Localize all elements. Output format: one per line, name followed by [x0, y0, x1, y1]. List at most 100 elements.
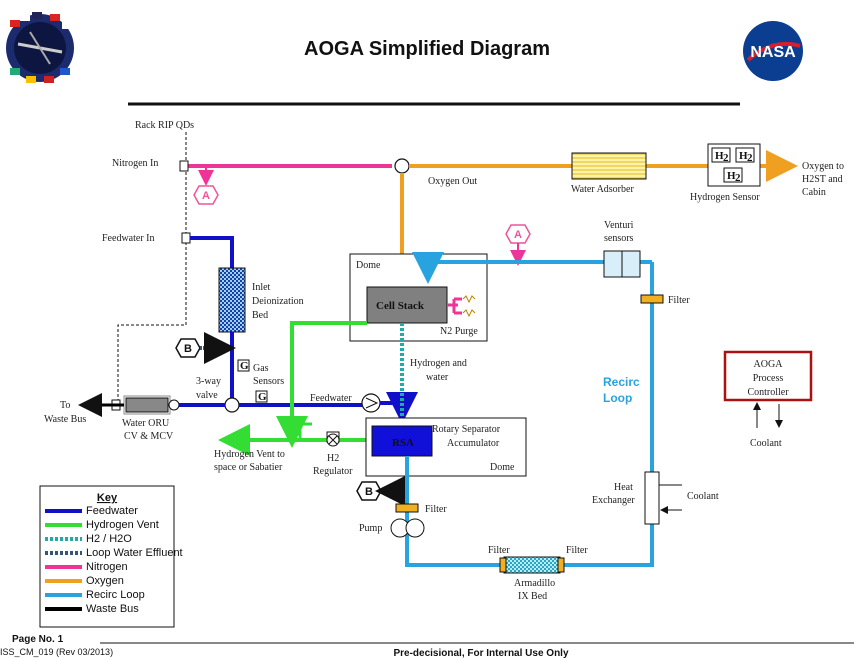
upper-dome-label: Dome: [356, 260, 381, 271]
h2-sensor-3: [723, 167, 743, 183]
recirc-filter: [640, 294, 664, 304]
rsa-label: RSA: [392, 437, 414, 449]
recirc-filter-label: Filter: [668, 295, 690, 306]
oxygen-out-label: Oxygen Out: [428, 176, 477, 187]
rack-boundary: [117, 132, 187, 402]
h2-sensor-1: [711, 147, 731, 163]
recirc-loop-right: [560, 262, 654, 567]
key-label-hydrogen-vent: Hydrogen Vent: [86, 519, 159, 531]
aoga-label-2: Process: [753, 373, 784, 384]
feedwater-pump-triangle: [365, 397, 379, 409]
key-label-feedwater: Feedwater: [86, 505, 138, 517]
marker-b-upper: B: [175, 338, 201, 358]
pump-filter-label: Filter: [425, 504, 447, 515]
cell-stack-label: Cell Stack: [376, 300, 425, 312]
h2-sensor-2-sub: 2: [747, 152, 753, 164]
feedwater-qd: [181, 232, 191, 244]
hydrogen-and-label-2: water: [426, 372, 449, 383]
feedwater-in-label: Feedwater In: [102, 233, 154, 244]
venturi-label-2: sensors: [604, 233, 634, 244]
key-label-oxygen: Oxygen: [86, 575, 124, 587]
armadillo-label-1: Armadillo: [514, 578, 555, 589]
armadillo-ix-bed: [503, 556, 561, 574]
water-oru-label-1: Water ORU: [122, 418, 170, 429]
document-id: ISS_CM_019 (Rev 03/2013): [0, 647, 113, 657]
venturi-sensor-1: [603, 250, 623, 278]
h2-vent-from-stack: [276, 321, 367, 448]
hx-coolant-label: Coolant: [687, 491, 719, 502]
h2-sensor-2-label: H: [739, 150, 748, 162]
n2-purge-resistors: [462, 295, 476, 318]
gas-sensor-2-label: G: [258, 391, 267, 403]
marker-a-recirc-label: A: [514, 229, 522, 241]
water-adsorber-label: Water Adsorber: [571, 184, 634, 195]
heat-exchanger-label-2: Exchanger: [592, 495, 635, 506]
check-valve: [168, 399, 180, 411]
pump-label: Pump: [359, 523, 382, 534]
h2-vent-label-1: Hydrogen Vent to: [214, 449, 285, 460]
key-label-loop-water-effluent: Loop Water Effluent: [86, 547, 183, 559]
water-adsorber: [571, 152, 647, 180]
hydrogen-and-label-1: Hydrogen and: [410, 358, 467, 369]
gas-sensor-1-label: G: [240, 360, 249, 372]
pump-filter: [395, 503, 419, 513]
recirc-label-1: Recirc: [603, 375, 640, 389]
aoga-controller: [723, 350, 813, 402]
marker-b-lower-label: B: [365, 486, 373, 498]
h2-sensor-1-label: H: [715, 150, 724, 162]
recirc-loop-top: [412, 252, 604, 284]
aoga-label-3: Controller: [747, 387, 789, 398]
key-title: Key: [97, 492, 118, 504]
nasa-logo: NASA: [743, 21, 803, 81]
pump-circle-right: [405, 518, 425, 538]
three-way-label-1: 3-way: [196, 376, 221, 387]
n2-purge-label: N2 Purge: [440, 326, 478, 337]
page-number: Page No. 1: [12, 634, 64, 645]
page-title: AOGA Simplified Diagram: [304, 38, 550, 60]
to-waste-label-2: Waste Bus: [44, 414, 86, 425]
rotary-label-1: Rotary Separator: [432, 424, 501, 435]
armadillo-filter-right: [557, 557, 565, 573]
oxygen-to-label-2: H2ST and: [802, 174, 843, 185]
key-label-nitrogen: Nitrogen: [86, 561, 128, 573]
h2-regulator-x: [328, 435, 338, 445]
key-label-waste-bus: Waste Bus: [86, 603, 139, 615]
marker-b-lower: B: [356, 481, 382, 501]
h2-sensor-3-sub: 2: [735, 172, 741, 184]
gas-sensor-2: [255, 390, 268, 403]
nasa-logo-text: NASA: [750, 44, 796, 61]
feedwater-in-line: [190, 236, 234, 268]
rack-rip-label: Rack RIP QDs: [135, 120, 194, 131]
inlet-deionization-bed: [218, 267, 246, 333]
venturi-label-1: Venturi: [604, 220, 634, 231]
recirc-label-2: Loop: [603, 391, 632, 405]
heat-exchanger-label-1: Heat: [614, 482, 633, 493]
hydrogen-sensor-label: Hydrogen Sensor: [690, 192, 760, 203]
heat-exchanger: [644, 471, 660, 525]
rotary-label-2: Accumulator: [447, 438, 500, 449]
h2-regulator-label-1: H2: [327, 453, 339, 464]
armadillo-filter-left-label: Filter: [488, 545, 510, 556]
venturi-sensor-2: [621, 250, 641, 278]
armadillo-label-2: IX Bed: [518, 591, 547, 602]
armadillo-filter-left: [499, 557, 507, 573]
h2-sensor-3-label: H: [727, 170, 736, 182]
inlet-label-2: Deionization: [252, 296, 304, 307]
aoga-label-1: AOGA: [754, 359, 784, 370]
h2-vent-label-2: space or Sabatier: [214, 462, 283, 473]
oxygen-junction: [394, 158, 410, 174]
feedwater-to-rsa-line: [380, 392, 418, 424]
recirc-loop-bottom: [405, 456, 504, 567]
water-oru-label-2: CV & MCV: [124, 431, 174, 442]
footer-notice: Pre-decisional, For Internal Use Only: [393, 648, 568, 658]
feedwater-label: Feedwater: [310, 393, 352, 404]
oxygen-to-label-1: Oxygen to: [802, 161, 844, 172]
nitrogen-qd: [179, 160, 189, 172]
gas-sensor-1: [237, 359, 250, 372]
key-label-recirc-loop: Recirc Loop: [86, 589, 145, 601]
marker-a-recirc: A: [505, 224, 531, 244]
h2-regulator-bypass: [298, 422, 312, 440]
water-oru: [125, 397, 169, 413]
iss-program-logo: [6, 12, 74, 83]
